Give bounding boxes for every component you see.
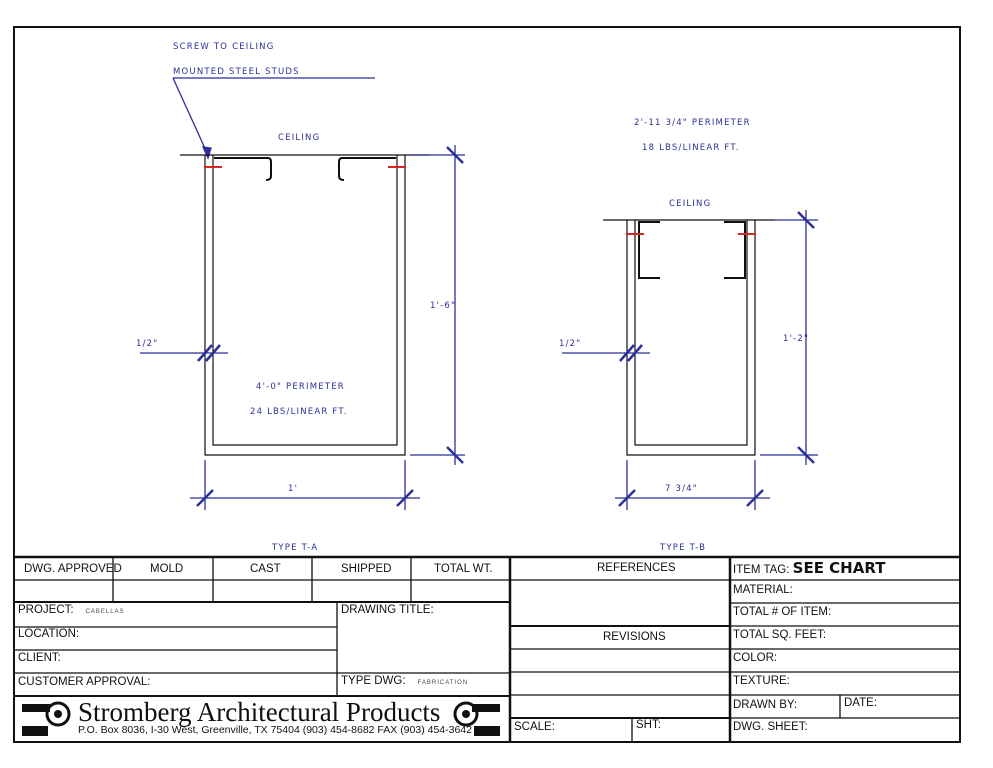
drawn-by-label: DRAWN BY: [733,699,798,711]
type-dwg-field: TYPE DWG: FABRICATION [341,675,468,687]
ceiling-label: CEILING [278,133,320,143]
references-label: REFERENCES [597,562,676,574]
item-tag-label: ITEM TAG: [733,564,790,576]
width-dimension: 7 3/4" [665,484,698,494]
header-dwg-approved: DWG. APPROVED [24,563,122,575]
title-block-grid [14,555,960,742]
height-dimension: 1'-6" [430,301,456,311]
type-b-section: 2'-11 3/4" PERIMETER 18 LBS/LINEAR FT. C… [559,118,818,553]
sheet-label: SHT: [636,719,661,731]
weight-label: 18 LBS/LINEAR FT. [642,143,740,153]
type-a-section: CEILING 4'-0" PERIMETER 24 LBS/LINEAR FT… [136,133,465,553]
type-dwg-label: TYPE DWG: [341,675,406,687]
project-value: CABELLAS [85,609,125,615]
company-address: P.O. Box 8036, I-30 West, Greenville, TX… [78,724,472,736]
thickness-dimension: 1/2" [559,339,581,349]
date-label: DATE: [844,697,878,709]
location-label: LOCATION: [18,628,80,640]
item-tag-field: ITEM TAG: SEE CHART [733,559,885,577]
dwg-sheet-label: DWG. SHEET: [733,721,808,733]
header-shipped: SHIPPED [341,563,392,575]
type-label: TYPE T-A [271,543,318,553]
perimeter-label: 2'-11 3/4" PERIMETER [634,118,751,128]
sheet-border [13,26,961,743]
project-label: PROJECT: [18,604,74,616]
total-sqft-label: TOTAL SQ. FEET: [733,629,827,641]
drawing-title-label: DRAWING TITLE: [341,604,434,616]
weight-label: 24 LBS/LINEAR FT. [250,407,348,417]
scale-label: SCALE: [514,721,555,733]
type-dwg-value: FABRICATION [417,680,469,686]
customer-approval-label: CUSTOMER APPROVAL: [18,676,151,688]
total-items-label: TOTAL # OF ITEM: [733,606,832,618]
ceiling-label: CEILING [669,199,711,209]
note-text: SCREW TO CEILING [173,42,275,52]
item-tag-value: SEE CHART [792,559,886,577]
revisions-label: REVISIONS [603,631,666,643]
type-label: TYPE T-B [659,543,706,553]
client-label: CLIENT: [18,652,61,664]
project-field: PROJECT: CABELLAS [18,604,125,616]
thickness-dimension: 1/2" [136,339,158,349]
leader-arrow [172,77,375,160]
column-capital-logo-icon [22,701,71,736]
header-mold: MOLD [150,563,184,575]
height-dimension: 1'-2" [783,334,809,344]
company-name: Stromberg Architectural Products [78,697,441,727]
color-label: COLOR: [733,652,778,664]
header-cast: CAST [250,563,281,575]
texture-label: TEXTURE: [733,675,790,687]
perimeter-label: 4'-0" PERIMETER [256,382,345,392]
width-dimension: 1' [288,484,298,494]
note-text: MOUNTED STEEL STUDS [173,67,300,77]
column-capital-logo-icon [453,701,500,736]
header-total-wt: TOTAL WT. [434,563,493,575]
material-label: MATERIAL: [733,584,793,596]
